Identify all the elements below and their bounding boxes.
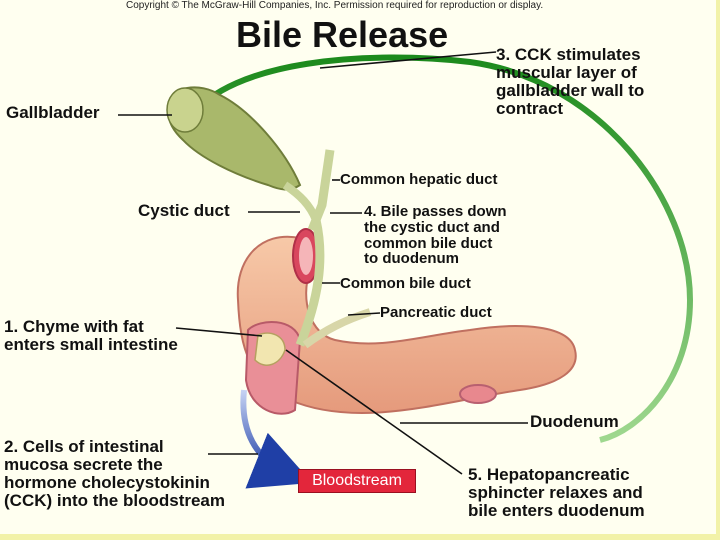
- label-common-hepatic-duct: Common hepatic duct: [340, 172, 498, 188]
- label-duodenum: Duodenum: [530, 413, 619, 431]
- label-bloodstream: Bloodstream: [298, 469, 416, 493]
- step-3-text: 3. CCK stimulates muscular layer of gall…: [496, 46, 644, 117]
- label-pancreatic-duct: Pancreatic duct: [380, 305, 492, 321]
- duodenum-opening-right: [460, 385, 496, 403]
- copyright-notice: Copyright © The McGraw-Hill Companies, I…: [126, 0, 543, 11]
- page-title: Bile Release: [236, 14, 448, 56]
- step-2-text: 2. Cells of intestinal mucosa secrete th…: [4, 438, 225, 509]
- step-4-text: 4. Bile passes down the cystic duct and …: [364, 204, 507, 267]
- label-common-bile-duct: Common bile duct: [340, 276, 471, 292]
- label-cystic-duct: Cystic duct: [138, 202, 230, 220]
- cystic-duct: [285, 185, 316, 220]
- step-5-text: 5. Hepatopancreatic sphincter relaxes an…: [468, 466, 645, 520]
- label-gallbladder: Gallbladder: [6, 104, 100, 122]
- step-1-text: 1. Chyme with fat enters small intestine: [4, 318, 178, 354]
